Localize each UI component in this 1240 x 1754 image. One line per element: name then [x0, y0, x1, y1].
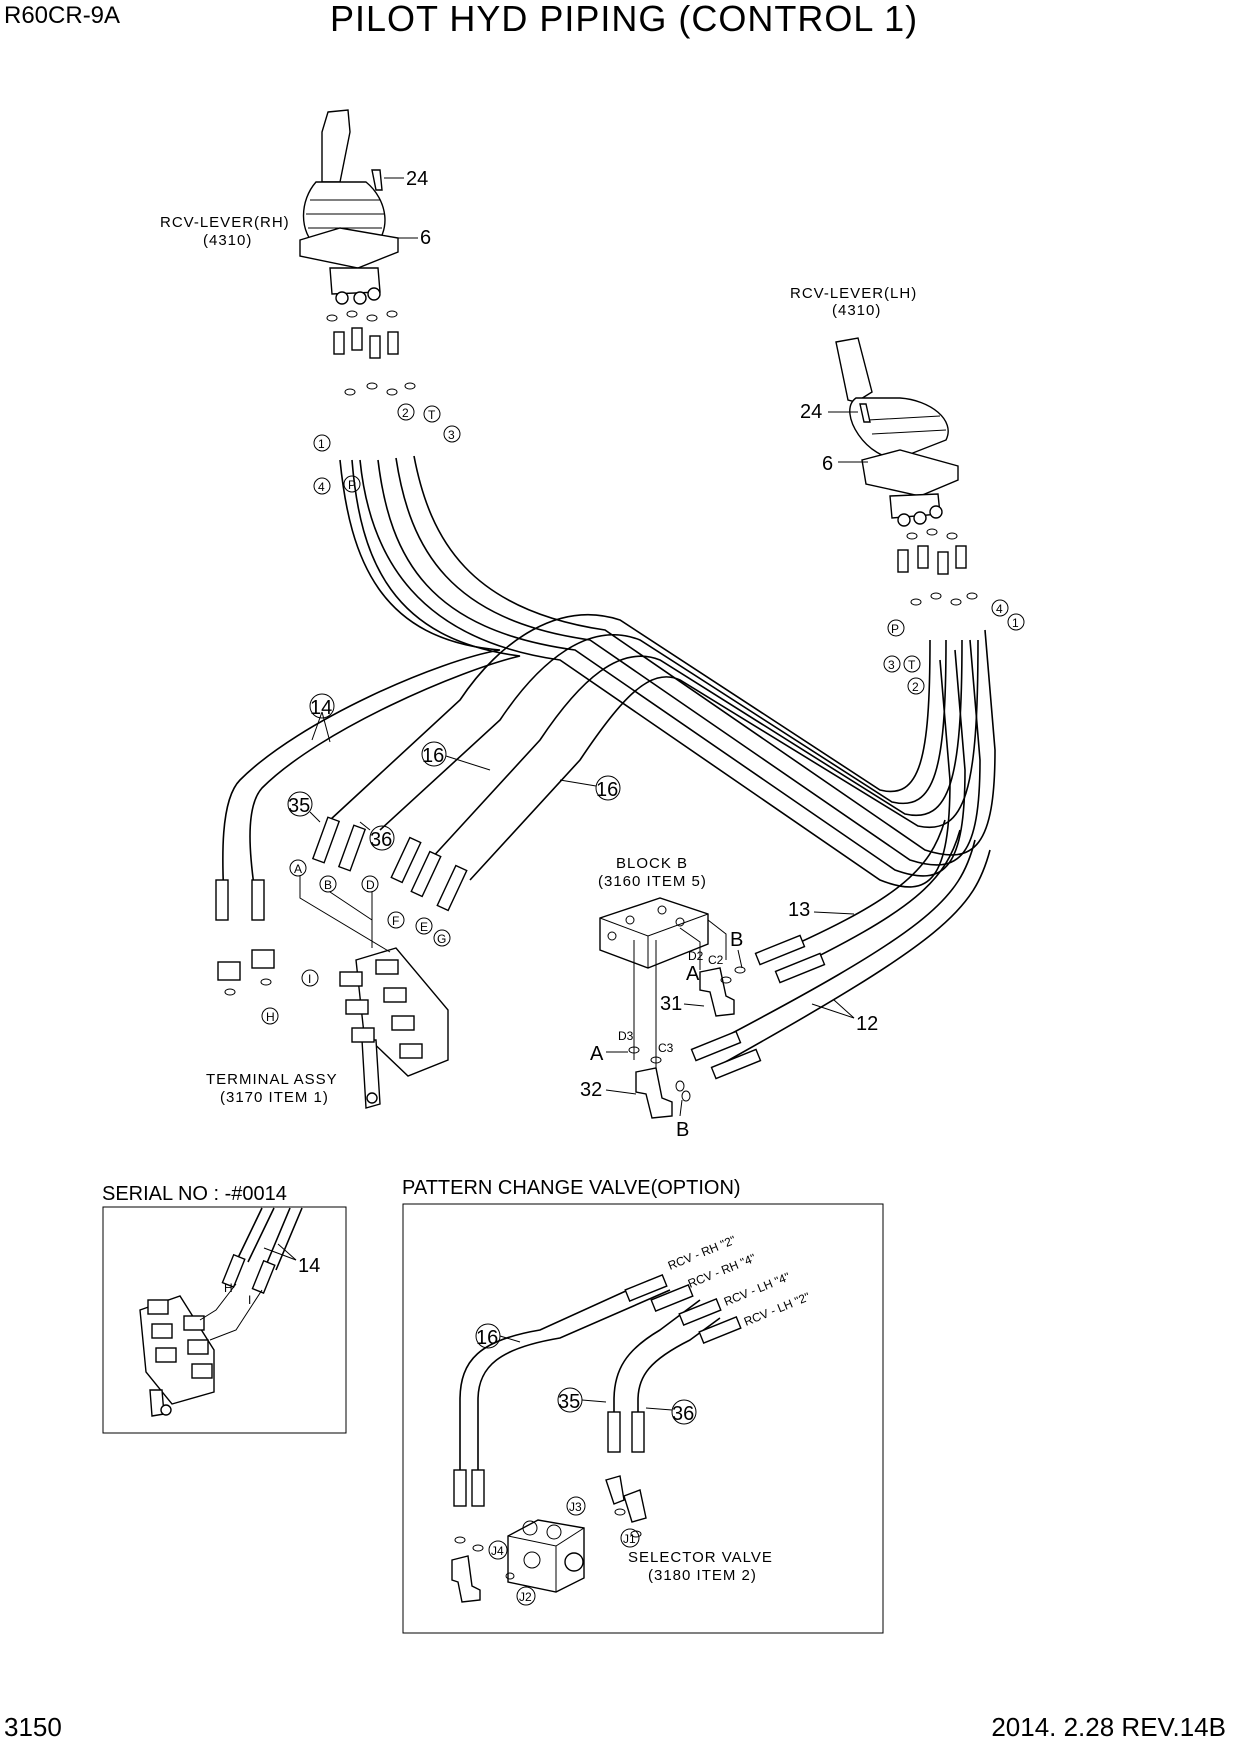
pattern-port-J4: J4 [491, 1544, 504, 1558]
pattern-port-J1: J1 [623, 1532, 636, 1546]
terminal-code: (3170 ITEM 1) [220, 1089, 329, 1106]
port-4-lh: 4 [996, 602, 1003, 616]
callout-35: 35 [288, 795, 310, 817]
pattern-inset-hoses [453, 1274, 742, 1507]
block-b-label: BLOCK B [616, 855, 688, 872]
port-B-terminal: B [324, 878, 332, 892]
port-F-terminal: F [392, 914, 399, 928]
serial-inset-frame [102, 1206, 347, 1434]
serial-port-H: H [224, 1281, 233, 1295]
port-A-lower: A [590, 1043, 604, 1065]
model-name: R60CR-9A [4, 2, 121, 29]
callout-16-b: 16 [596, 779, 618, 801]
pattern-callout-16: 16 [476, 1327, 498, 1349]
callout-16-a: 16 [422, 745, 444, 767]
selector-valve-code: (3180 ITEM 2) [648, 1567, 757, 1584]
revision-date: 2014. 2.28 REV.14B [991, 1712, 1226, 1742]
port-3-lh: 3 [888, 658, 895, 672]
terminal-label: TERMINAL ASSY [206, 1071, 338, 1088]
serial-inset-drawing [139, 1207, 303, 1417]
port-A-upper: A [686, 963, 700, 985]
pattern-inset-frame [402, 1203, 884, 1634]
port-1-rh: 1 [318, 437, 325, 451]
callout-6-lh: 6 [822, 453, 833, 475]
port-H-terminal: H [266, 1010, 275, 1024]
callout-36: 36 [370, 829, 392, 851]
port-2-rh: 2 [402, 406, 409, 420]
terminal-assy [217, 947, 449, 1109]
port-B-upper: B [730, 929, 743, 951]
block-b [599, 897, 727, 1068]
port-3-rh: 3 [448, 428, 455, 442]
block-b-fittings [628, 966, 746, 1119]
pattern-callout-36: 36 [672, 1403, 694, 1425]
pattern-callout-35: 35 [558, 1391, 580, 1413]
rcv-lh-code: (4310) [832, 302, 881, 319]
rcv-lever-lh [835, 337, 959, 527]
serial-inset-title: SERIAL NO : -#0014 [102, 1183, 287, 1205]
selector-valve-label: SELECTOR VALVE [628, 1549, 773, 1566]
serial-callout-14: 14 [298, 1255, 320, 1277]
serial-port-I: I [248, 1293, 251, 1307]
pattern-port-J3: J3 [569, 1500, 582, 1514]
callout-32: 32 [580, 1079, 602, 1101]
port-C3: C3 [658, 1041, 674, 1055]
block-b-code: (3160 ITEM 5) [598, 873, 707, 890]
page-number: 3150 [4, 1712, 62, 1742]
hose-bundle [222, 455, 996, 1066]
page-title: PILOT HYD PIPING (CONTROL 1) [330, 0, 919, 39]
callout-31: 31 [660, 993, 682, 1015]
lh-fittings [897, 528, 978, 606]
rcv-lh-label: RCV-LEVER(LH) [790, 285, 917, 302]
rh-fittings [326, 310, 416, 396]
pattern-port-J2: J2 [519, 1590, 532, 1604]
rcv-lever-rh [299, 109, 399, 305]
rcv-rh-label: RCV-LEVER(RH) [160, 214, 290, 231]
hose-end-fittings [215, 816, 826, 1080]
selector-valve [451, 1475, 647, 1603]
callout-6-rh: 6 [420, 227, 431, 249]
port-C2: C2 [708, 953, 724, 967]
port-D2: D2 [688, 949, 704, 963]
callout-14: 14 [310, 697, 332, 719]
port-G-terminal: G [437, 932, 446, 946]
port-D3: D3 [618, 1029, 634, 1043]
port-I-terminal: I [308, 972, 311, 986]
port-T-lh: T [908, 658, 916, 672]
callout-13: 13 [788, 899, 810, 921]
port-D-terminal: D [366, 878, 375, 892]
callout-24-lh: 24 [800, 401, 822, 423]
port-B-lower: B [676, 1119, 689, 1141]
pattern-inset-title: PATTERN CHANGE VALVE(OPTION) [402, 1177, 741, 1199]
port-P-lh: P [891, 622, 899, 636]
port-P-rh: P [348, 478, 356, 492]
port-E-terminal: E [420, 920, 428, 934]
rcv-rh-code: (4310) [203, 232, 252, 249]
callout-12: 12 [856, 1013, 878, 1035]
callout-24-rh: 24 [406, 168, 428, 190]
port-1-lh: 1 [1012, 616, 1019, 630]
port-T-rh: T [428, 408, 436, 422]
port-4-rh: 4 [318, 480, 325, 494]
port-2-lh: 2 [912, 680, 919, 694]
port-A-terminal: A [294, 862, 302, 876]
